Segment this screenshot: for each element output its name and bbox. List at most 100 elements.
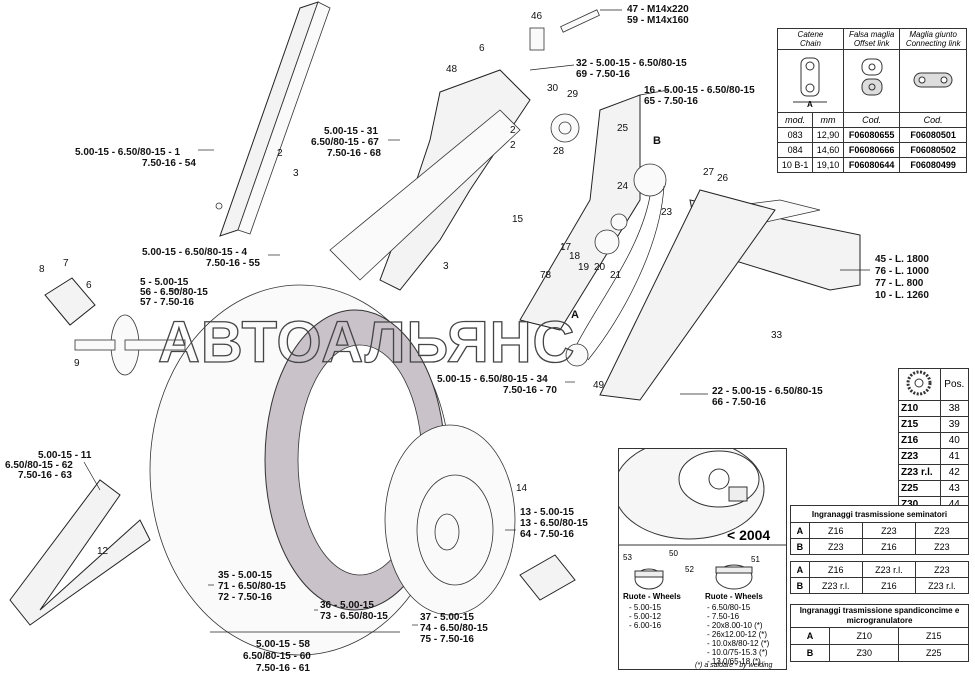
part-number: A — [571, 309, 579, 321]
callout-56: 56 - 6.50/80-15 — [140, 287, 208, 298]
part-number: 6 — [479, 43, 485, 54]
part-number: 21 — [610, 270, 622, 281]
callout-58: 5.00-15 - 58 — [256, 639, 310, 650]
part-number: 18 — [569, 251, 581, 262]
part-number: 8 — [39, 264, 45, 275]
part-number: 3 — [293, 168, 299, 179]
offset-link-image — [842, 49, 901, 113]
sub-header-cod: Cod. — [899, 112, 967, 128]
part-number: 7 — [63, 258, 69, 269]
left-wheels-title: Ruote - Wheels — [623, 592, 681, 601]
inset-pre-2004: < 2004 53 50 52 51 Ruote - Wheels - 5.00… — [618, 448, 787, 670]
callout-37: 37 - 5.00-15 — [420, 612, 474, 623]
part-number: 48 — [446, 64, 458, 75]
part-number: 33 — [771, 330, 783, 341]
inset-wheel-drawing — [619, 449, 786, 546]
callout-61: 7.50-16 - 61 — [256, 663, 310, 674]
part-number: 51 — [751, 555, 760, 564]
left-flange — [44, 277, 96, 326]
callout-75: 75 - 7.50-16 — [420, 634, 474, 645]
hub-spacer-drawings — [634, 564, 753, 590]
watermark-text: АВТОАЛЬЯНС — [158, 310, 575, 375]
sprocket-icon — [898, 368, 941, 401]
part-number: 6 — [86, 280, 92, 291]
part-number: 28 — [553, 146, 565, 157]
callout-13a: 13 - 5.00-15 — [520, 507, 574, 518]
callout-31: 5.00-15 - 31 — [324, 126, 378, 137]
welding-note: (*) a saldare - by welding — [695, 662, 773, 669]
scraper — [9, 479, 151, 626]
part-number: 30 — [547, 83, 559, 94]
part-number: 53 — [623, 553, 632, 562]
callout-76: 76 - L. 1000 — [875, 266, 929, 277]
callout-35: 35 - 5.00-15 — [218, 570, 272, 581]
callout-65: 65 - 7.50-16 — [644, 96, 698, 107]
callout-73: 73 - 6.50/80-15 — [320, 611, 388, 622]
axle-shaft — [124, 339, 186, 351]
callout-16: 16 - 5.00-15 - 6.50/80-15 — [644, 85, 755, 96]
sub-header-mod: mod. — [776, 112, 814, 128]
part-number: 19 — [578, 262, 590, 273]
part-number: 49 — [593, 380, 605, 391]
part-number: 17 — [560, 242, 572, 253]
callout-62: 6.50/80-15 - 62 — [5, 460, 73, 471]
connecting-link-image — [899, 49, 967, 113]
callout-77: 77 - L. 800 — [875, 278, 924, 289]
callout-36: 36 - 5.00-15 — [320, 600, 374, 611]
callout-71: 71 - 6.50/80-15 — [218, 581, 286, 592]
callout-22: 22 - 5.00-15 - 6.50/80-15 — [712, 386, 823, 397]
small-hub — [519, 554, 576, 601]
part-number: 29 — [567, 89, 579, 100]
part-number: 15 — [512, 214, 524, 225]
long-bolt — [560, 9, 600, 33]
sub-header-cod: Cod. — [842, 112, 901, 128]
callout-13b: 13 - 6.50/80-15 — [520, 518, 588, 529]
table-row: 10 B-1 19,10 F06080644 F06080499 — [776, 157, 967, 173]
part-number: 78 — [540, 270, 552, 281]
table-row: 083 12,90 F06080655 F06080501 — [776, 127, 967, 143]
callout-11: 5.00-15 - 11 — [38, 450, 92, 461]
part-number: 24 — [617, 181, 629, 192]
callout-68: 7.50-16 - 68 — [327, 148, 381, 159]
callout-72: 72 - 7.50-16 — [218, 592, 272, 603]
table-row: Z23 r.l.42 — [898, 464, 970, 481]
fertilizer-gear-table: Ingranaggi trasmissione spandiconcime e … — [790, 604, 969, 662]
callout-64: 64 - 7.50-16 — [520, 529, 574, 540]
pos-header: Pos. — [939, 368, 970, 401]
dimension-a-label: A — [807, 100, 813, 108]
part-number: B — [653, 135, 661, 147]
callout-67: 6.50/80-15 - 67 — [311, 137, 379, 148]
callout-5: 5 - 5.00-15 — [140, 277, 189, 288]
callout-4: 5.00-15 - 6.50/80-15 - 4 — [142, 247, 248, 258]
callout-47: 47 - M14x220 — [627, 4, 689, 15]
callout-1: 5.00-15 - 6.50/80-15 - 1 — [75, 147, 181, 158]
callout-55: 7.50-16 - 55 — [206, 258, 260, 269]
chain-image: A — [777, 49, 844, 113]
part-number: 20 — [594, 262, 606, 273]
arm-plate — [329, 109, 521, 281]
part-number: 50 — [669, 549, 678, 558]
drawbar-beam — [219, 1, 319, 237]
part-number: 2 — [510, 140, 516, 151]
callout-74: 74 - 6.50/80-15 — [420, 623, 488, 634]
callout-34: 5.00-15 - 6.50/80-15 - 34 — [437, 374, 548, 385]
part-number: 52 — [685, 565, 694, 574]
callout-70: 7.50-16 - 70 — [503, 385, 557, 396]
callout-66: 66 - 7.50-16 — [712, 397, 766, 408]
right-wheels-title: Ruote - Wheels — [705, 592, 763, 601]
part-number: 9 — [74, 358, 80, 369]
fertilizer-gear-title: Ingranaggi trasmissione spandiconcime e … — [790, 604, 969, 628]
pre-2004-badge: < 2004 — [727, 527, 771, 543]
